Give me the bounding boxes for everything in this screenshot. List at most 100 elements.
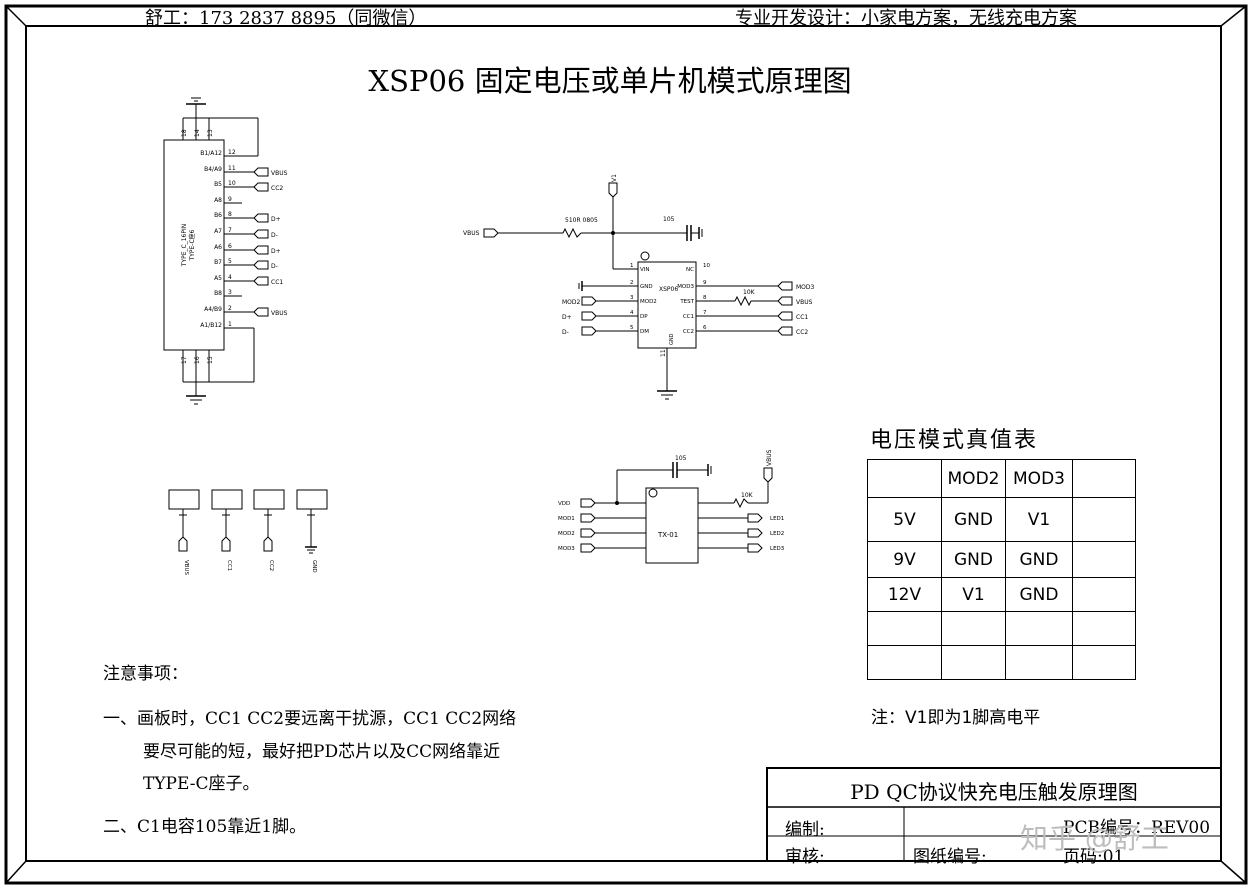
input-cap-label: 105 [663,216,675,223]
usb-pin-net: D+ [271,216,281,223]
pin-net: CC2 [796,329,808,336]
ground-symbol-xsp06 [657,390,677,400]
port-symbol [253,260,269,270]
pin-name: CC1 [683,314,694,320]
pin-number: 3 [630,295,634,301]
usb-pin-name: A4/B9 [204,306,222,313]
tx01-left-net: MOD1 [558,516,575,522]
svg-text:18: 18 [181,129,188,137]
pin-name: CC2 [683,329,694,335]
usb-pin-number: 3 [228,289,232,296]
truth-table: MOD2 MOD3 5V GND V1 9V GND GND 12V V1 GN… [867,459,1136,680]
port-symbol [580,498,596,508]
pin-net: D- [562,329,569,336]
usb-pin-number: 11 [228,165,236,172]
pin-net: MOD2 [562,299,581,306]
port-symbol [253,276,269,286]
pin-name: MOD3 [677,284,694,290]
usb-pin-name: A8 [214,197,222,204]
drawing-name: PD QC协议快充电压触发原理图 [850,780,1138,804]
port-symbol [777,311,793,321]
usb-pin-number: 10 [228,180,236,187]
pin-number: 4 [630,310,634,316]
pin-name: NC [686,267,694,273]
title-block [766,767,1222,862]
usb-pin-net: CC1 [271,279,283,286]
usb-pin-name: B8 [214,290,222,297]
tx01-circuit: 105 VBUS 10K TX-01 VDDMOD1MOD2MOD3LED1LE… [558,449,785,564]
pin-number: 10 [703,263,710,269]
pin-net: CC1 [796,314,808,321]
tx01-right-pin: LED3 [698,543,785,553]
usb-pin: B8 3 [214,289,242,297]
usb-pin-number: 7 [228,227,232,234]
tx01-left-net: VDD [558,501,570,507]
table-row: 12V V1 GND [867,577,1136,612]
pin-number: 8 [703,295,707,301]
note-item-1-line-3: TYPE-C座子。 [143,774,260,794]
port-symbol [253,182,269,192]
port-symbol [581,311,597,321]
header-service: 专业开发设计：小家电方案，无线充电方案 [735,8,1077,29]
header-mod2: MOD2 [941,459,1006,498]
tx01-left-pin: VDD [558,498,646,508]
notes-title: 注意事项： [103,664,188,684]
usb-pin-net: VBUS [271,170,288,177]
usb-pin-number: 8 [228,211,232,218]
pin-number: 2 [630,280,634,286]
v1-label: V1 [611,174,618,182]
xsp06-chip [637,261,697,349]
usb-pin: A7 7D- [214,227,278,239]
usb-pin-number: 2 [228,305,232,312]
port-symbol [253,245,269,255]
port-symbol [777,326,793,336]
usb-pin-net: D- [271,232,278,239]
pin-number: 9 [703,280,707,286]
pin-number: 1 [630,263,634,269]
pin-number: 6 [703,325,707,331]
port-symbol [253,307,269,317]
truth-table-note: 注：V1即为1脚高电平 [871,708,1041,728]
pin-name: TEST [679,299,694,305]
net-port-label: GND [311,560,317,573]
tx01-chip [645,487,699,564]
tx01-right-pin: LED2 [698,528,784,538]
tx-res-label: 10K [741,492,754,499]
net-port: GND [296,489,328,573]
series-resistor [562,227,582,239]
tx01-right-pin: LED1 [698,513,784,523]
svg-text:GND: GND [669,333,675,345]
test-resistor-label: 10K [743,289,756,296]
page-title: XSP06 固定电压或单片机模式原理图 [368,64,852,98]
svg-text:13: 13 [207,129,214,137]
usb-c-connector: TYPE_C_16PIN TYPE-C座6 18 14 13 17 16 15 … [163,97,288,405]
port-symbol [581,326,597,336]
xsp06-circuit: V1 VBUS 510R 0805 105 XSP06 11 GND VIN1G… [463,174,815,400]
drawing-number-label: 图纸编号: [913,847,987,867]
usb-pin-name: B5 [214,181,222,188]
table-row: 5V GND V1 [867,497,1136,542]
pin-name: DM [640,329,649,335]
usb-pin-name: A7 [214,228,222,235]
svg-text:15: 15 [207,356,214,364]
header-mod3: MOD3 [1005,459,1073,498]
tx01-left-pin: MOD2 [558,528,646,538]
note-item-2: 二、C1电容105靠近1脚。 [103,817,307,837]
net-port: CC2 [253,489,285,571]
tx01-chip-name: TX-01 [657,531,678,539]
usb-pin-number: 4 [228,274,232,281]
usb-pin-name: B4/A9 [204,166,222,173]
